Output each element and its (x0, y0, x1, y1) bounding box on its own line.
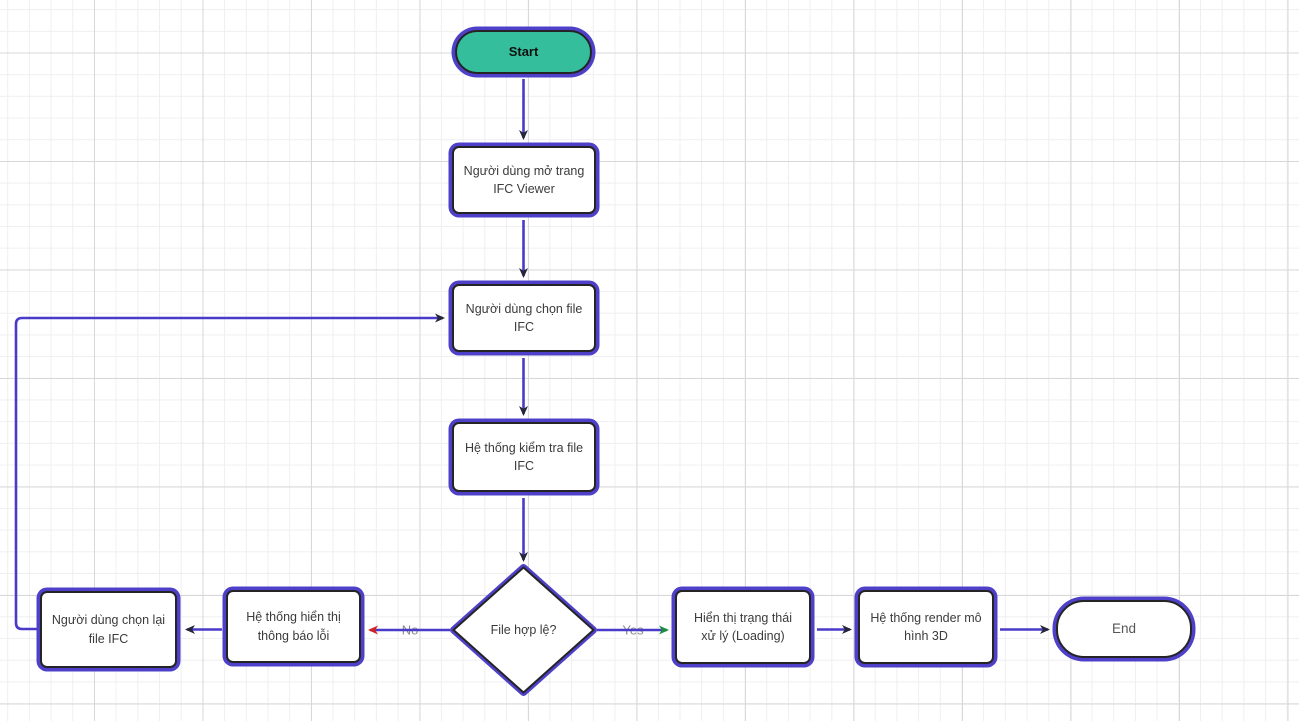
node-render-model-label: Hệ thống render mô hình 3D (870, 610, 982, 643)
node-decision-valid-file[interactable]: File hợp lệ? (450, 564, 597, 696)
node-open-viewer[interactable]: Người dùng mở trang IFC Viewer (452, 146, 596, 214)
node-start-label: Start (508, 43, 539, 59)
node-check-file-label: Hệ thống kiểm tra file IFC (464, 440, 584, 473)
node-render-model[interactable]: Hệ thống render mô hình 3D (858, 590, 994, 664)
node-decision-label: File hợp lệ? (490, 623, 557, 637)
node-show-loading[interactable]: Hiển thị trạng thái xử lý (Loading) (675, 590, 811, 664)
node-choose-file[interactable]: Người dùng chọn file IFC (452, 284, 596, 352)
node-check-file[interactable]: Hệ thống kiểm tra file IFC (452, 422, 596, 492)
edge-rechoose-to-choose-file[interactable] (14, 313, 445, 631)
node-show-loading-label: Hiển thị trạng thái xử lý (Loading) (694, 610, 792, 643)
node-open-viewer-label: Người dùng mở trang IFC Viewer (463, 163, 585, 196)
node-show-error-label: Hệ thống hiển thị thông báo lỗi (246, 610, 341, 643)
node-show-error[interactable]: Hệ thống hiển thị thông báo lỗi (226, 590, 361, 663)
node-end-label: End (1111, 621, 1137, 637)
node-start[interactable]: Start (455, 30, 592, 74)
node-rechoose-file-label: Người dùng chọn lại file IFC (51, 613, 166, 646)
decision-diamond-shape (450, 564, 597, 696)
node-end[interactable]: End (1056, 600, 1192, 658)
node-choose-file-label: Người dùng chọn file IFC (465, 301, 583, 334)
node-rechoose-file[interactable]: Người dùng chọn lại file IFC (40, 591, 177, 668)
